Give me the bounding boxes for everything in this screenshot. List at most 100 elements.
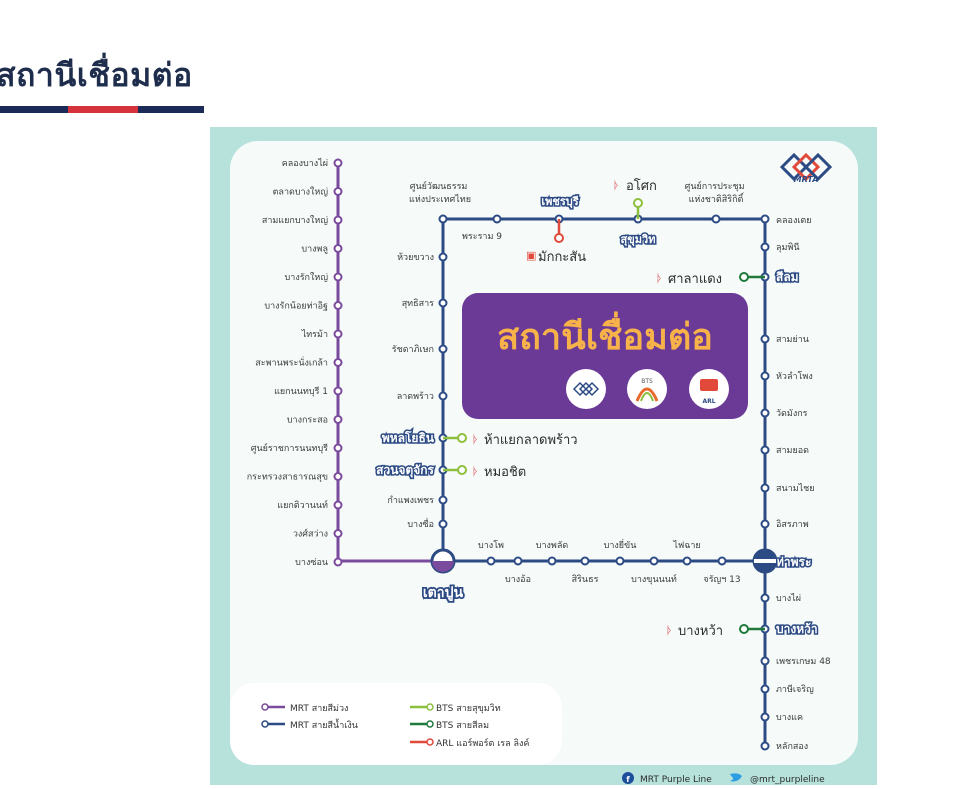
arl-logo-text: ARL xyxy=(702,398,715,405)
legend-bts-sukhumvit: BTS สายสุขุมวิท xyxy=(436,703,501,714)
blue-station-dot xyxy=(760,741,770,751)
blue-station-label: ภาษีเจริญ xyxy=(776,684,814,695)
footer-facebook[interactable]: MRT Purple Line xyxy=(640,775,712,785)
purple-station-label: วงศ์สว่าง xyxy=(293,528,328,540)
purple-station-label: บางรักใหญ่ xyxy=(285,272,329,283)
title-underline-accent xyxy=(68,106,138,113)
blue-station-label: บางไผ่ xyxy=(776,593,801,604)
purple-station-dot xyxy=(333,529,343,538)
banner-title: สถานีเชื่อมต่อ xyxy=(497,311,713,358)
purple-station-dot xyxy=(333,301,343,310)
purple-station-dot xyxy=(333,244,343,253)
connection-sala-daeng: ศาลาแดง xyxy=(668,272,722,287)
page-title: สถานีเชื่อมต่อ xyxy=(0,56,193,94)
footer: f MRT Purple Line @mrt_purpleline xyxy=(622,772,825,785)
blue-station-label: ไฟฉาย xyxy=(672,540,700,551)
blue-station-dot xyxy=(717,556,727,566)
blue-station-dot xyxy=(486,556,496,566)
station-label-rama9: พระราม 9 xyxy=(462,232,502,242)
arl-icon: ▣ xyxy=(526,249,536,262)
purple-station-dot xyxy=(333,386,343,396)
interchange-label-sukhumvit: สุขุมวิท xyxy=(621,233,656,247)
purple-station-label: ไทรม้า xyxy=(301,329,328,340)
purple-station-label: แยกนนทบุรี 1 xyxy=(274,386,328,397)
purple-station-label: สามแยกบางใหญ่ xyxy=(262,215,328,226)
purple-station-dot xyxy=(333,443,343,453)
bts-logo-text: BTS xyxy=(641,378,653,385)
blue-station-label: อิสรภาพ xyxy=(776,519,809,530)
station-label-line: แห่งชาติสิริกิติ์ xyxy=(689,192,745,205)
blue-station-label: สุทธิสาร xyxy=(402,298,434,309)
purple-station-label: บางพลู xyxy=(301,245,328,255)
blue-station-label: สนามไชย xyxy=(776,483,815,494)
blue-station-dot xyxy=(760,408,770,418)
title-underline xyxy=(138,106,204,113)
blue-station-label: บางโพ xyxy=(478,540,504,551)
blue-station-dot xyxy=(438,344,448,354)
blue-station-label: บางพลัด xyxy=(536,541,569,551)
purple-station-dot xyxy=(333,329,343,339)
interchange-label: พหลโยธิน xyxy=(382,430,435,445)
blue-station-dot xyxy=(760,712,770,722)
legend-arl: ARL แอร์พอร์ต เรล ลิงค์ xyxy=(436,737,529,749)
connection-bang-wa: บางหว้า xyxy=(678,624,723,639)
interchange-label: สีลม xyxy=(776,270,799,284)
blue-station-label: กำแพงเพชร xyxy=(387,495,434,506)
blue-line: ห้วยขวางสุทธิสารรัชดาภิเษกลาดพร้าวพหลโยธ… xyxy=(375,214,831,752)
blue-station-label: ห้วยขวาง xyxy=(397,252,434,263)
interchange-label: บางหว้า xyxy=(776,622,818,636)
purple-station-dot xyxy=(333,158,343,168)
bts-icon: ᚦ xyxy=(613,179,620,192)
blue-station-dot xyxy=(513,556,523,566)
blue-station-label: วัดมังกร xyxy=(776,409,808,419)
connection-ha-yaek: ห้าแยกลาดพร้าว xyxy=(484,433,578,448)
blue-station-label: บางอ้อ xyxy=(505,574,531,585)
blue-station-dot xyxy=(438,298,448,308)
blue-station-label: ลาดพร้าว xyxy=(397,391,434,402)
legend-bts-silom: BTS สายสีลม xyxy=(436,720,489,731)
station-label-khlong-toei: คลองเตย xyxy=(776,216,812,226)
blue-station-dot xyxy=(547,556,557,566)
station-label-qsncc: ศูนย์การประชุม แห่งชาติสิริกิติ์ xyxy=(685,180,748,205)
blue-station-dot xyxy=(438,214,448,224)
purple-line: คลองบางไผ่ตลาดบางใหญ่สามแยกบางใหญ่บางพลู… xyxy=(247,158,443,568)
blue-station-dot xyxy=(682,556,692,566)
station-label-culture-center: ศูนย์วัฒนธรรม แห่งประเทศไทย xyxy=(409,180,471,205)
purple-station-dot xyxy=(333,187,343,196)
purple-station-dot xyxy=(333,557,343,567)
blue-station-label: บางแค xyxy=(776,713,803,723)
mrt-connection-map: MRTA คลองบางไผ่ตลาดบางใหญ่สามแยกบางใหญ่บ… xyxy=(210,127,877,785)
blue-station-dot xyxy=(711,214,721,224)
title-underline xyxy=(0,106,68,113)
blue-station-dot xyxy=(760,483,770,493)
legend-mrt-purple: MRT สายสีม่วง xyxy=(290,703,348,714)
blue-station-dot xyxy=(760,214,770,224)
connection-makkasan: มักกะสัน xyxy=(538,250,586,265)
blue-station-label: จรัญฯ 13 xyxy=(703,575,740,585)
twitter-icon[interactable] xyxy=(730,773,742,782)
bts-icon: ᚦ xyxy=(472,433,479,446)
purple-station-dot xyxy=(333,215,343,225)
facebook-icon[interactable] xyxy=(622,772,634,784)
interchange-label-taopoon: เตาปูน xyxy=(423,585,464,601)
interchange-label: สวนจตุจักร xyxy=(376,463,434,478)
interchange-tha-phra xyxy=(752,548,778,574)
footer-twitter[interactable]: @mrt_purpleline xyxy=(750,775,825,785)
blue-station-dot xyxy=(760,334,770,344)
blue-station-dot xyxy=(760,593,770,603)
blue-station-dot xyxy=(760,445,770,455)
purple-station-dot xyxy=(333,472,343,481)
blue-station-dot xyxy=(492,214,502,224)
blue-station-label: บางซื่อ xyxy=(407,517,434,530)
station-label-line: ศูนย์การประชุม xyxy=(685,180,745,192)
station-label-line: แห่งประเทศไทย xyxy=(409,194,471,205)
blue-station-label: เพชรเกษม 48 xyxy=(776,657,831,667)
purple-station-label: สะพานพระนั่งเกล้า xyxy=(255,356,328,369)
blue-station-dot xyxy=(438,391,448,401)
blue-station-label: สามย่าน xyxy=(776,335,809,345)
legend: MRT สายสีม่วง MRT สายสีน้ำเงิน BTS สายสุ… xyxy=(230,683,562,765)
blue-station-label: บางขุนนนท์ xyxy=(631,573,677,585)
purple-station-label: บางซ่อน xyxy=(295,558,328,568)
mrta-logo-text: MRTA xyxy=(794,175,819,184)
blue-station-dot xyxy=(760,684,770,694)
